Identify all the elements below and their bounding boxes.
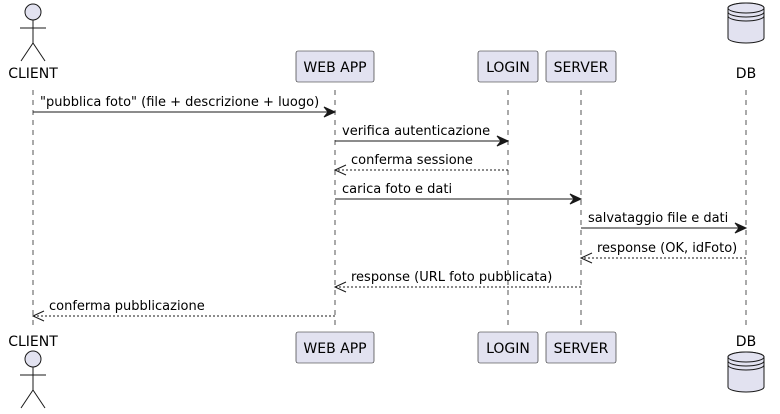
message-label: carica foto e dati [342,182,452,197]
message-label: conferma sessione [351,153,473,168]
message-label: response (URL foto pubblicata) [351,270,552,285]
message-label: salvataggio file e dati [588,211,728,226]
open-arrowhead-icon [333,164,347,176]
participant-label-server-top: SERVER [554,60,609,76]
message-5: salvataggio file e dati [581,211,748,234]
database-icon-top [727,2,765,44]
message-4: carica foto e dati [335,182,583,205]
message-6: response (OK, idFoto) [579,241,746,264]
message-label: verifica autenticazione [342,124,490,139]
participant-server-top: SERVER [545,50,617,83]
message-2: verifica autenticazione [335,124,510,147]
message-label: response (OK, idFoto) [597,241,737,256]
participant-label-login-top: LOGIN [486,60,530,76]
message-1: "pubblica foto" (file + descrizione + lu… [33,95,337,118]
message-label: "pubblica foto" (file + descrizione + lu… [40,95,319,110]
participant-login-bottom: LOGIN [477,331,539,364]
participant-label-server-bottom: SERVER [554,341,609,357]
participant-label-webapp-bottom: WEB APP [303,341,366,357]
open-arrowhead-icon [579,252,593,264]
open-arrowhead-icon [31,310,45,322]
database-icon-bottom [727,351,765,393]
participant-login-top: LOGIN [477,50,539,83]
message-label: conferma pubblicazione [49,299,205,314]
message-7: response (URL foto pubblicata) [333,270,581,293]
participant-label-login-bottom: LOGIN [486,341,530,357]
participant-label-webapp-top: WEB APP [303,60,366,76]
open-arrowhead-icon [333,281,347,293]
message-8: conferma pubblicazione [31,299,335,322]
filled-arrowhead-icon [569,193,583,205]
actor-icon-top [20,3,46,62]
participant-webapp-bottom: WEB APP [295,331,375,364]
filled-arrowhead-icon [496,135,510,147]
message-3: conferma sessione [333,153,508,176]
actor-icon-bottom [20,350,46,409]
filled-arrowhead-icon [323,106,337,118]
participant-label-db-top: DB [736,66,756,82]
filled-arrowhead-icon [734,222,748,234]
participant-label-client-bottom: CLIENT [8,334,58,350]
participant-label-db-bottom: DB [736,334,756,350]
participant-webapp-top: WEB APP [295,50,375,83]
participant-label-client-top: CLIENT [8,66,58,82]
participant-server-bottom: SERVER [545,331,617,364]
